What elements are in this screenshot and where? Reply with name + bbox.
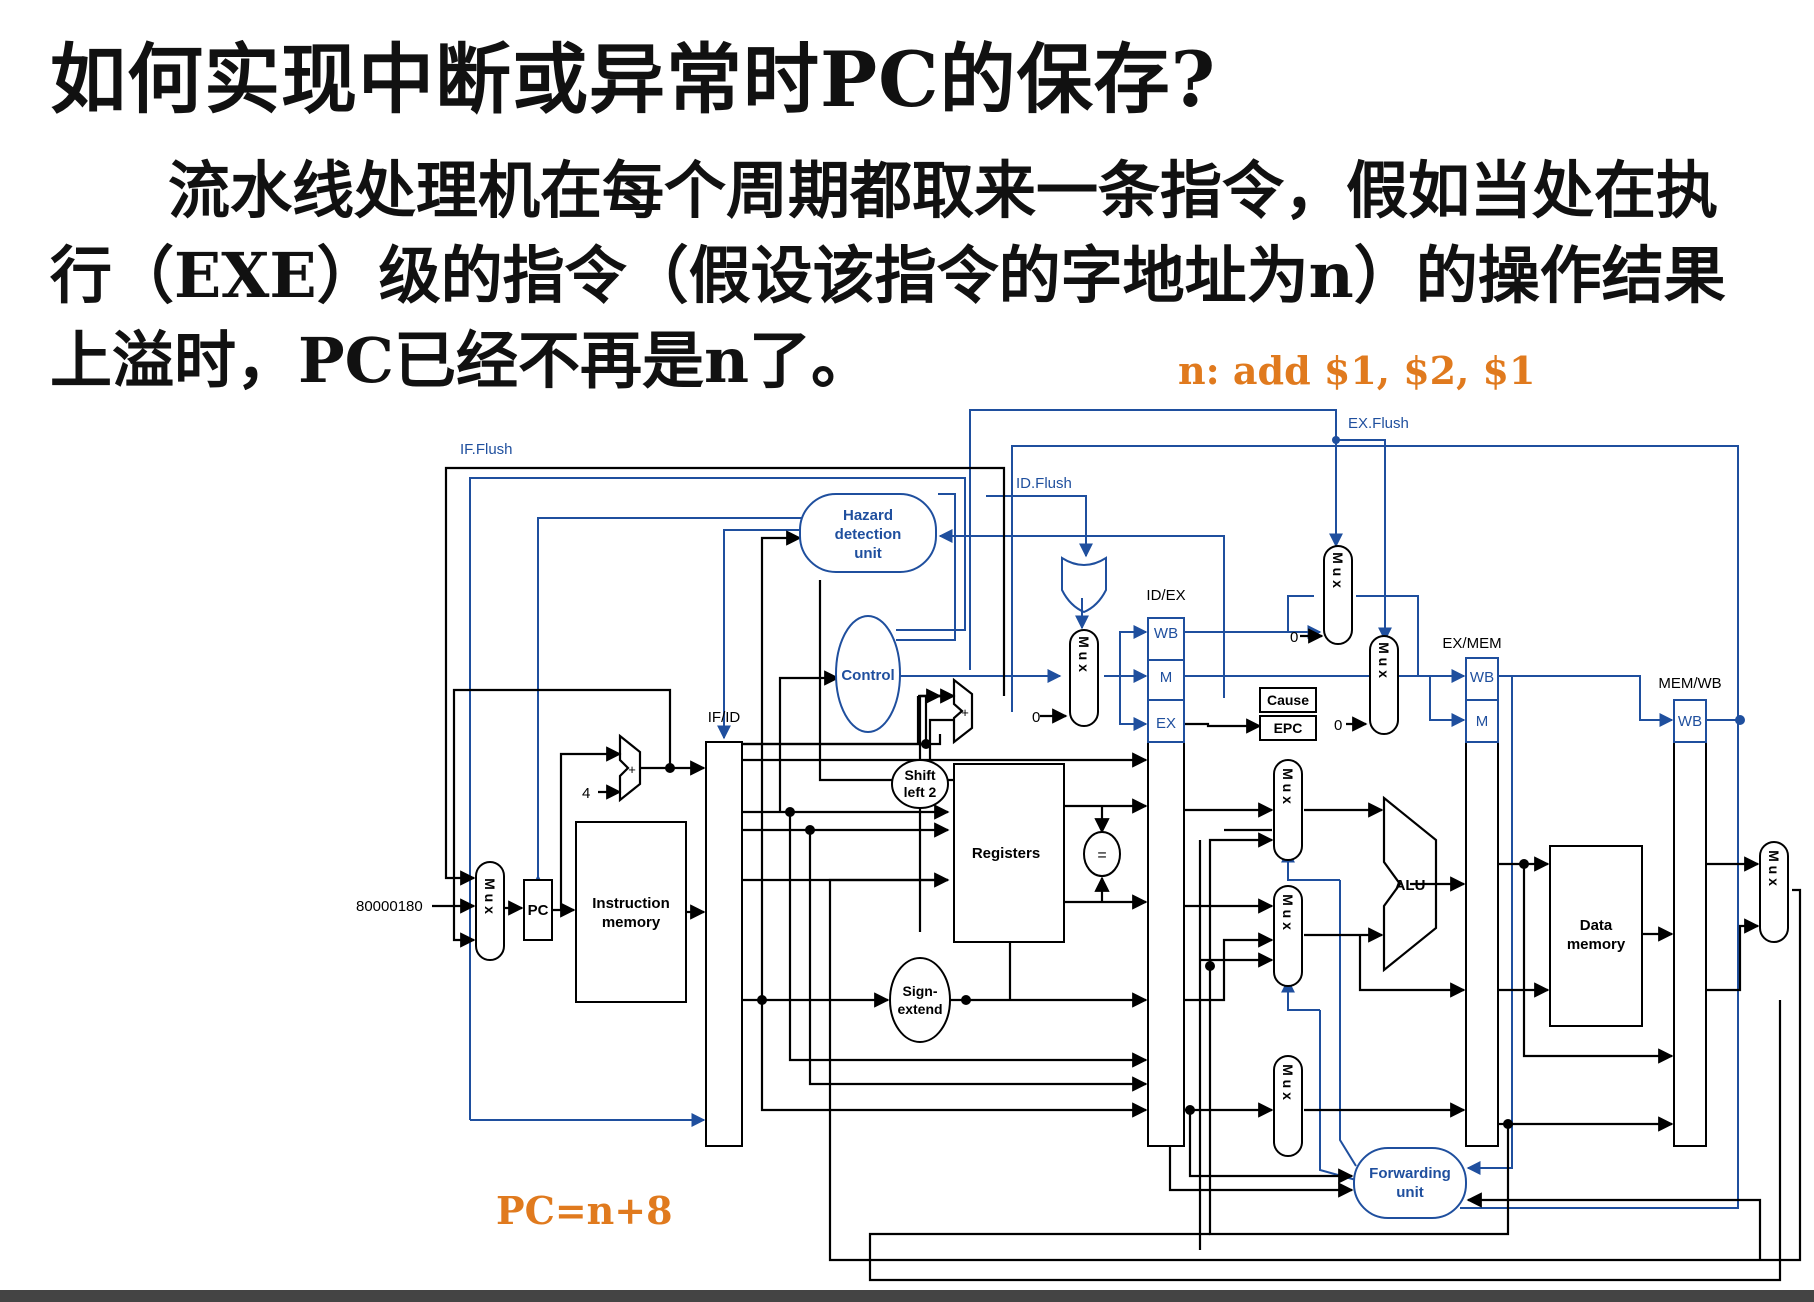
- zero-label-ex-mux-upper: 0: [1290, 629, 1298, 646]
- zero-label-control-mux: 0: [1032, 709, 1040, 726]
- sign-extend-label-1: Sign-: [903, 983, 938, 999]
- hazard-label-2: detection: [835, 526, 902, 543]
- id-ex-wb-label: WB: [1154, 625, 1178, 642]
- ex-flush-mux-upper: [1323, 545, 1353, 645]
- mem-wb-register: [1673, 741, 1707, 1147]
- mem-wb-label: MEM/WB: [1658, 675, 1721, 692]
- pc-mux: [475, 861, 505, 961]
- hazard-label-1: Hazard: [843, 507, 893, 524]
- ex-mem-m-label: M: [1476, 713, 1489, 730]
- cause-label: Cause: [1267, 692, 1309, 708]
- shift-left-label-2: left 2: [904, 784, 937, 800]
- ex-mem-wb-label: WB: [1470, 669, 1494, 686]
- hazard-detection-unit: [799, 493, 937, 573]
- id-ex-register: [1147, 741, 1185, 1147]
- mem-wb-control-fields: [1673, 699, 1707, 743]
- if-id-register: [705, 741, 743, 1147]
- const-4-label: 4: [582, 785, 590, 802]
- mux-label: M u x: [1330, 552, 1346, 588]
- slide-title: 如何实现中断或异常时PC的保存?: [50, 35, 1217, 124]
- ex-mem-register: [1465, 741, 1499, 1147]
- pc-annotation: PC=n+8: [496, 1188, 673, 1233]
- pc-adder: [618, 733, 642, 803]
- paragraph-line-1: 流水线处理机在每个周期都取来一条指令，假如当处在执: [168, 154, 1719, 227]
- forwarding-unit-label-1: Forwarding: [1369, 1165, 1451, 1182]
- mux-label: M u x: [1280, 1064, 1296, 1100]
- id-ex-ex-label: EX: [1156, 715, 1176, 732]
- equals-label: =: [1097, 847, 1106, 864]
- control-label: Control: [841, 667, 894, 684]
- writeback-mux: [1759, 841, 1789, 943]
- alu-mux-b: [1273, 885, 1303, 987]
- id-ex-control-fields: [1147, 617, 1185, 743]
- mux-label: M u x: [1280, 768, 1296, 804]
- zero-label-ex-mux-lower: 0: [1334, 717, 1342, 734]
- pc-adder-plus: +: [628, 762, 636, 777]
- alu-label: ALU: [1395, 877, 1426, 894]
- instruction-annotation: n: add $1, $2, $1: [1178, 348, 1536, 393]
- if-id-label: IF/ID: [708, 709, 741, 726]
- branch-adder-plus: +: [961, 705, 969, 720]
- data-memory-label-2: memory: [1567, 936, 1626, 953]
- slide-bottom-border: [0, 1290, 1814, 1302]
- data-memory-label-1: Data: [1580, 917, 1613, 934]
- mux-label: M u x: [1076, 636, 1092, 672]
- if-flush-label: IF.Flush: [460, 441, 513, 458]
- pc-label: PC: [528, 902, 549, 919]
- equals-comparator: [1083, 831, 1121, 877]
- ex-flush-label: EX.Flush: [1348, 415, 1409, 432]
- paragraph-line-3: 上溢时，PC已经不再是n了。: [50, 324, 874, 397]
- mux-label: M u x: [1376, 642, 1392, 678]
- data-memory: [1549, 845, 1643, 1027]
- pc-register: [523, 879, 553, 941]
- epc-register: [1259, 715, 1317, 741]
- control-unit: [835, 615, 901, 733]
- or-gate: [1061, 556, 1107, 614]
- exception-address-label: 80000180: [356, 898, 423, 915]
- id-ex-m-label: M: [1160, 669, 1173, 686]
- mux-label: M u x: [1766, 850, 1782, 886]
- alu-mux-a: [1273, 759, 1303, 861]
- id-ex-label: ID/EX: [1146, 587, 1185, 604]
- shift-left-label-1: Shift: [904, 767, 935, 783]
- hazard-label-3: unit: [854, 545, 882, 562]
- epc-label: EPC: [1274, 720, 1303, 736]
- mux-label: M u x: [482, 878, 498, 914]
- instruction-memory-label-1: Instruction: [592, 895, 670, 912]
- paragraph-line-2: 行（EXE）级的指令（假设该指令的字地址为n）的操作结果: [50, 239, 1726, 312]
- datapath-wires: [432, 466, 1802, 1282]
- mux-label: M u x: [1280, 894, 1296, 930]
- regdst-mux: [1273, 1055, 1303, 1157]
- forwarding-unit: [1353, 1147, 1467, 1219]
- branch-adder: [952, 677, 974, 745]
- instruction-memory-label-2: memory: [602, 914, 661, 931]
- ex-flush-mux-lower: [1369, 635, 1399, 735]
- alu: [1382, 795, 1438, 973]
- forwarding-unit-label-2: unit: [1396, 1184, 1424, 1201]
- mem-wb-wb-label: WB: [1678, 713, 1702, 730]
- instruction-memory: [575, 821, 687, 1003]
- register-file: [953, 763, 1065, 943]
- control-wires: [469, 409, 1745, 1209]
- ex-mem-label: EX/MEM: [1442, 635, 1501, 652]
- sign-extend-unit: [889, 957, 951, 1043]
- sign-extend-label-2: extend: [897, 1001, 942, 1017]
- shift-left-2: [891, 759, 949, 809]
- control-mux: [1069, 629, 1099, 727]
- cause-register: [1259, 687, 1317, 713]
- id-flush-label: ID.Flush: [1016, 475, 1072, 492]
- registers-label: Registers: [972, 845, 1040, 862]
